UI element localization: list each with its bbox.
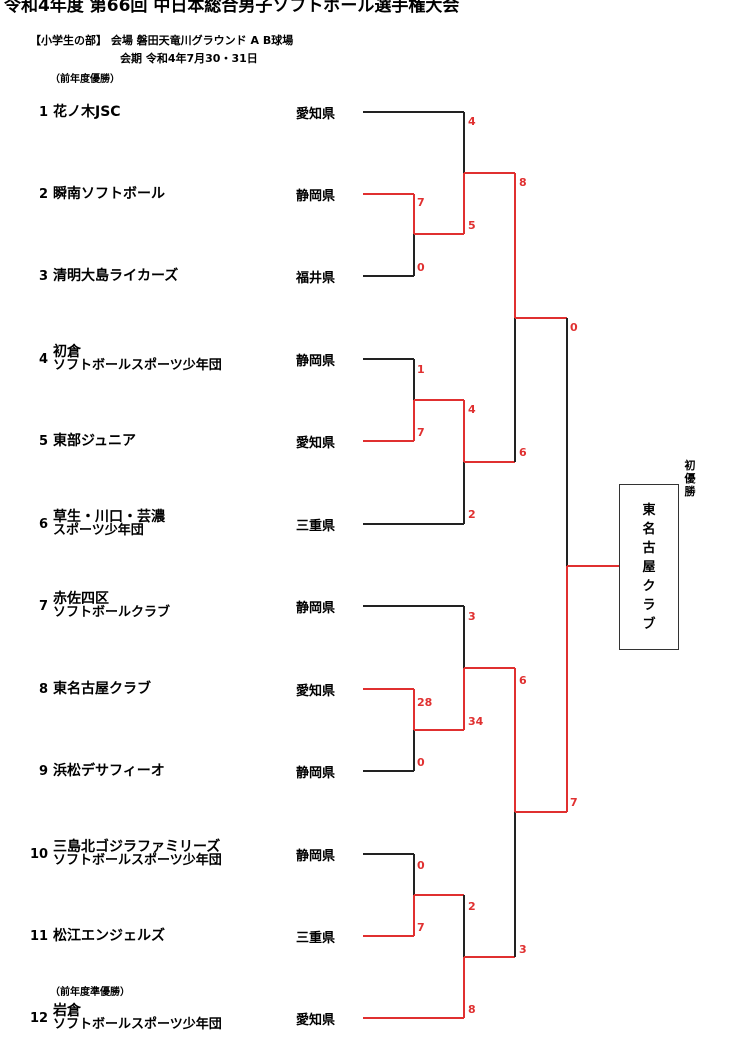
team-name-block: 東部ジュニア	[53, 434, 136, 448]
team-row: 3 清明大島ライカーズ	[30, 256, 178, 296]
score-label: 4	[468, 403, 476, 416]
team-name: 東部ジュニア	[53, 433, 137, 449]
team-number: 12	[30, 1010, 49, 1026]
team-number: 7	[38, 598, 48, 614]
team-prefecture: 静岡県	[296, 601, 336, 616]
team-prefecture: 三重県	[296, 519, 336, 534]
score-label: 6	[519, 674, 527, 687]
team-name-block: 松江エンジェルズ	[53, 929, 165, 943]
team-number: 4	[38, 351, 48, 367]
score-label: 0	[417, 859, 425, 872]
team-row: 2 瞬南ソフトボール	[30, 174, 165, 214]
team-prefecture: 静岡県	[296, 189, 336, 204]
score-label: 7	[570, 796, 578, 809]
team-row: 6 草生・川口・芸濃スポーツ少年団	[30, 504, 165, 544]
team-prefecture: 三重県	[296, 931, 336, 946]
score-label: 34	[468, 715, 484, 728]
score-label: 0	[417, 756, 425, 769]
team-prefecture: 静岡県	[296, 849, 336, 864]
team-name: 初倉	[53, 344, 81, 360]
first-win-label: 初優勝	[684, 459, 696, 498]
team-name-block: 浜松デサフィーオ	[53, 764, 165, 778]
team-row: 8 東名古屋クラブ	[30, 669, 151, 709]
team-name: 松江エンジェルズ	[53, 928, 165, 944]
team-name-line2: ソフトボールクラブ	[53, 605, 171, 620]
team-prefecture: 愛知県	[296, 1013, 336, 1028]
score-label: 28	[417, 696, 432, 709]
team-row: 9 浜松デサフィーオ	[30, 751, 165, 791]
team-name-block: 草生・川口・芸濃スポーツ少年団	[53, 510, 165, 538]
score-label: 7	[417, 921, 425, 934]
team-name-block: 赤佐四区ソフトボールクラブ	[53, 592, 170, 620]
champion-box: 東名古屋クラブ	[619, 484, 679, 650]
score-label: 2	[468, 900, 476, 913]
team-prefecture: 愛知県	[296, 107, 336, 122]
team-name-line2: ソフトボールスポーツ少年団	[53, 853, 222, 868]
team-row: 5 東部ジュニア	[30, 421, 136, 461]
team-prefecture: 静岡県	[296, 766, 336, 781]
page-title: 令和4年度 第66回 中日本総合男子ソフトボール選手権大会	[4, 0, 460, 16]
team-name-block: 花ノ木JSC	[53, 105, 121, 119]
team-name-block: 清明大島ライカーズ	[53, 269, 178, 283]
team-number: 11	[30, 928, 49, 944]
score-label: 2	[468, 508, 476, 521]
score-label: 7	[417, 196, 425, 209]
score-label: 3	[468, 610, 476, 623]
team-name-line2: ソフトボールスポーツ少年団	[53, 358, 222, 373]
score-label: 3	[519, 943, 527, 956]
team-name: 花ノ木JSC	[53, 104, 121, 120]
prev-champion-note: （前年度優勝）	[50, 74, 120, 85]
tournament-period: 会期 令和4年7月30・31日	[120, 52, 258, 65]
team-prefecture: 愛知県	[296, 684, 336, 699]
team-prefecture: 福井県	[296, 271, 336, 286]
team-name: 瞬南ソフトボール	[53, 186, 165, 202]
team-number: 10	[30, 846, 49, 862]
team-row: 11 松江エンジェルズ	[30, 916, 165, 956]
prev-runner-up-note: （前年度準優勝）	[50, 987, 130, 998]
score-label: 8	[468, 1003, 476, 1016]
team-name: 東名古屋クラブ	[53, 681, 151, 697]
team-row: 1 花ノ木JSC	[30, 92, 121, 132]
champion-name: 東名古屋クラブ	[642, 503, 656, 632]
team-number: 3	[38, 268, 48, 284]
team-name: 三島北ゴジラファミリーズ	[53, 839, 221, 855]
team-name-block: 初倉ソフトボールスポーツ少年団	[53, 345, 222, 373]
team-name-block: 瞬南ソフトボール	[53, 187, 165, 201]
score-label: 0	[417, 261, 425, 274]
team-number: 5	[38, 433, 48, 449]
team-row: 4 初倉ソフトボールスポーツ少年団	[30, 339, 222, 379]
team-prefecture: 愛知県	[296, 436, 336, 451]
score-label: 6	[519, 446, 527, 459]
team-name: 赤佐四区	[53, 591, 109, 607]
score-label: 1	[417, 363, 425, 376]
team-name-block: 東名古屋クラブ	[53, 682, 151, 696]
team-name-line2: ソフトボールスポーツ少年団	[53, 1017, 222, 1032]
team-number: 1	[38, 104, 48, 120]
team-name: 浜松デサフィーオ	[53, 763, 165, 779]
team-name-line2: スポーツ少年団	[53, 523, 144, 538]
team-name: 岩倉	[53, 1003, 81, 1019]
team-number: 2	[38, 186, 48, 202]
team-number: 9	[38, 763, 48, 779]
score-label: 0	[570, 321, 578, 334]
score-label: 5	[468, 219, 476, 232]
division-venue: 【小学生の部】 会場 磐田天竜川グラウンド A B球場	[30, 34, 294, 47]
team-row: 7 赤佐四区ソフトボールクラブ	[30, 586, 170, 626]
score-label: 4	[468, 115, 476, 128]
team-name-block: 岩倉ソフトボールスポーツ少年団	[53, 1004, 222, 1032]
team-name: 清明大島ライカーズ	[53, 268, 179, 284]
team-prefecture: 静岡県	[296, 354, 336, 369]
team-number: 8	[38, 681, 48, 697]
team-name-block: 三島北ゴジラファミリーズソフトボールスポーツ少年団	[53, 840, 222, 868]
score-label: 8	[519, 176, 527, 189]
team-number: 6	[38, 516, 48, 532]
team-name: 草生・川口・芸濃	[53, 509, 165, 525]
score-label: 7	[417, 426, 425, 439]
